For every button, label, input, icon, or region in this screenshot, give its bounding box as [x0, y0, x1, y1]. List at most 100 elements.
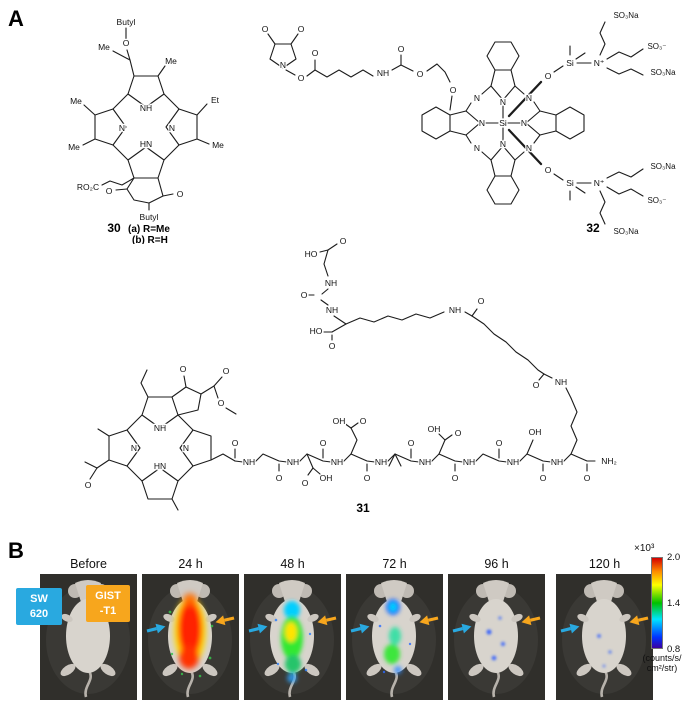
sw620-arrow [560, 623, 580, 634]
atom-label: O [312, 48, 319, 58]
tumor-label-sw620: SW 620 [16, 588, 62, 625]
compound-30-variant-a: (a) R=Me [128, 224, 170, 235]
atom-label: Si [499, 118, 507, 128]
compound-30-skeleton [82, 27, 210, 211]
atom-label: Butyl [140, 212, 159, 222]
atom-label: O [478, 296, 485, 306]
atom-label: N [521, 118, 527, 128]
timepoint-72h: 72 h [346, 554, 443, 700]
atom-label: N [169, 123, 175, 133]
atom-label: SO₃⁻ [647, 42, 666, 51]
mouse-image [244, 574, 341, 700]
timepoint-120h: 120 h [556, 554, 653, 700]
compound-31-number: 31 [356, 501, 370, 515]
sw620-arrow [350, 623, 370, 634]
colorbar-exponent: ×10³ [634, 543, 655, 554]
atom-label: O [545, 71, 552, 81]
atom-label: O [302, 478, 309, 488]
tumor-label-line: SW [30, 593, 48, 606]
tumor-label-line: 620 [29, 607, 49, 620]
atom-label: HN [154, 461, 166, 471]
structure-32: Si N N N N N N N N O Si N⁺ SO₃Na SO₃⁻ SO… [260, 10, 677, 238]
atom-label: O [106, 186, 113, 196]
atom-label: O [398, 44, 405, 54]
timepoint-label: 72 h [382, 557, 407, 571]
atom-label: O [340, 236, 347, 246]
fluorescence-speckle [274, 618, 312, 672]
atom-label: NH [551, 457, 563, 467]
gist-arrow [419, 615, 439, 626]
mouse-image [346, 574, 443, 700]
atom-label: N [500, 97, 506, 107]
atom-label: OH [529, 427, 542, 437]
sw620-arrow [452, 623, 472, 634]
atom-label: NH [140, 103, 152, 113]
gist-arrow [521, 615, 541, 626]
timepoint-label: 48 h [280, 557, 305, 571]
sw620-arrow [146, 623, 166, 634]
atom-label: OH [428, 424, 441, 434]
atom-label: O [360, 416, 367, 426]
atom-label: O [408, 438, 415, 448]
atom-label: O [450, 85, 457, 95]
colorbar-units: (counts/s/ cm²/str) [632, 653, 692, 674]
fluorescence-signal [486, 616, 506, 661]
atom-label: Me [70, 96, 82, 106]
compound-31-atom-labels: NH N HN N O O O O O NH O NH O NH O NH O … [83, 235, 618, 492]
compound-32-atom-labels: Si N N N N N N N N O Si N⁺ SO₃Na SO₃⁻ SO… [260, 10, 677, 238]
atom-label: Et [211, 95, 220, 105]
tumor-label-gist-t1: GIST -T1 [86, 585, 130, 622]
mouse-image [142, 574, 239, 700]
atom-label: O [276, 473, 283, 483]
atom-label: SO₃⁻ [647, 196, 666, 205]
compound-32-skeleton [267, 21, 644, 225]
atom-label: NH [377, 68, 389, 78]
colorbar-tick-top: 2.0 [667, 552, 681, 563]
atom-label: O [177, 189, 184, 199]
compound-30-variant-b: (b) R=H [132, 235, 168, 244]
atom-label: O [417, 69, 424, 79]
atom-label: O [85, 480, 92, 490]
sw620-arrow [248, 623, 268, 634]
timepoint-before: Before [40, 554, 137, 700]
timepoint-48h: 48 h [244, 554, 341, 700]
atom-label: N [119, 123, 125, 133]
atom-label: HN [140, 139, 152, 149]
structure-31: NH N HN N O O O O O NH O NH O NH O NH O … [83, 235, 618, 515]
compound-32-number: 32 [586, 221, 600, 235]
atom-label: OH [320, 473, 333, 483]
atom-label: N [131, 443, 137, 453]
compound-31-skeleton [84, 243, 596, 511]
atom-label: HO [305, 249, 318, 259]
atom-label: N [526, 93, 532, 103]
atom-label: RO₂C [77, 182, 99, 192]
atom-label: Si [566, 178, 574, 188]
atom-label: N [500, 139, 506, 149]
fluorescence-speckle [378, 624, 412, 674]
timepoint-label: 96 h [484, 557, 509, 571]
colorbar-units-line2: cm²/str) [646, 663, 678, 674]
atom-label: OH [333, 416, 346, 426]
atom-label: O [455, 428, 462, 438]
atom-label: O [298, 73, 305, 83]
atom-label: NH [555, 377, 567, 387]
atom-label: SO₃Na [613, 11, 639, 20]
atom-label: O [298, 24, 305, 34]
atom-label: Me [165, 56, 177, 66]
atom-label: SO₃Na [650, 68, 676, 77]
structure-30: Butyl O Me Me Me Et Me Me NH N N HN O O … [67, 16, 226, 244]
atom-label: Me [68, 142, 80, 152]
atom-label: O [364, 473, 371, 483]
gist-arrow [317, 615, 337, 626]
timepoint-label: 24 h [178, 557, 203, 571]
atom-label: N [474, 93, 480, 103]
atom-label: O [540, 473, 547, 483]
panel-b-label: B [8, 538, 24, 563]
timepoint-label: Before [70, 557, 107, 571]
fluorescence-speckle [168, 610, 214, 678]
atom-label: N [474, 143, 480, 153]
atom-label: N⁺ [594, 58, 605, 68]
fluorescence-signal [597, 634, 612, 668]
tumor-label-line: GIST [95, 590, 121, 603]
atom-label: O [262, 24, 269, 34]
